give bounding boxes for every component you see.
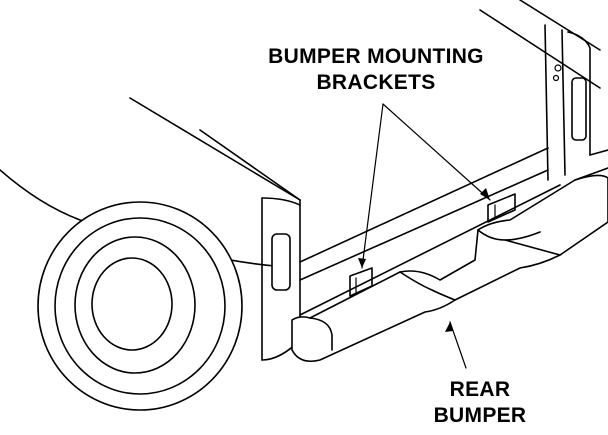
rear-wheel <box>37 201 243 411</box>
arrowhead-left-bracket <box>358 258 366 268</box>
arrowhead-bumper <box>445 322 453 332</box>
leader-line-bumper <box>445 321 467 369</box>
arrowhead-right-bracket <box>480 188 490 200</box>
bumper-mounting-brackets-label: BUMPER MOUNTING BRACKETS <box>238 44 514 96</box>
bumper-label-line1: REAR <box>449 378 511 401</box>
taillight-left <box>271 233 291 291</box>
rear-bumper-label: REAR BUMPER <box>425 377 535 429</box>
bumper-label-line2: BUMPER <box>433 404 527 427</box>
leader-lines-brackets <box>358 103 491 269</box>
rear-bumper <box>291 167 608 363</box>
bed-side-panel-right <box>479 0 608 181</box>
brackets-label-line1: BUMPER MOUNTING <box>268 45 484 68</box>
bumper-mounting-bracket-right <box>487 193 516 223</box>
bed-floor <box>299 147 561 316</box>
brackets-label-line2: BRACKETS <box>316 71 436 94</box>
